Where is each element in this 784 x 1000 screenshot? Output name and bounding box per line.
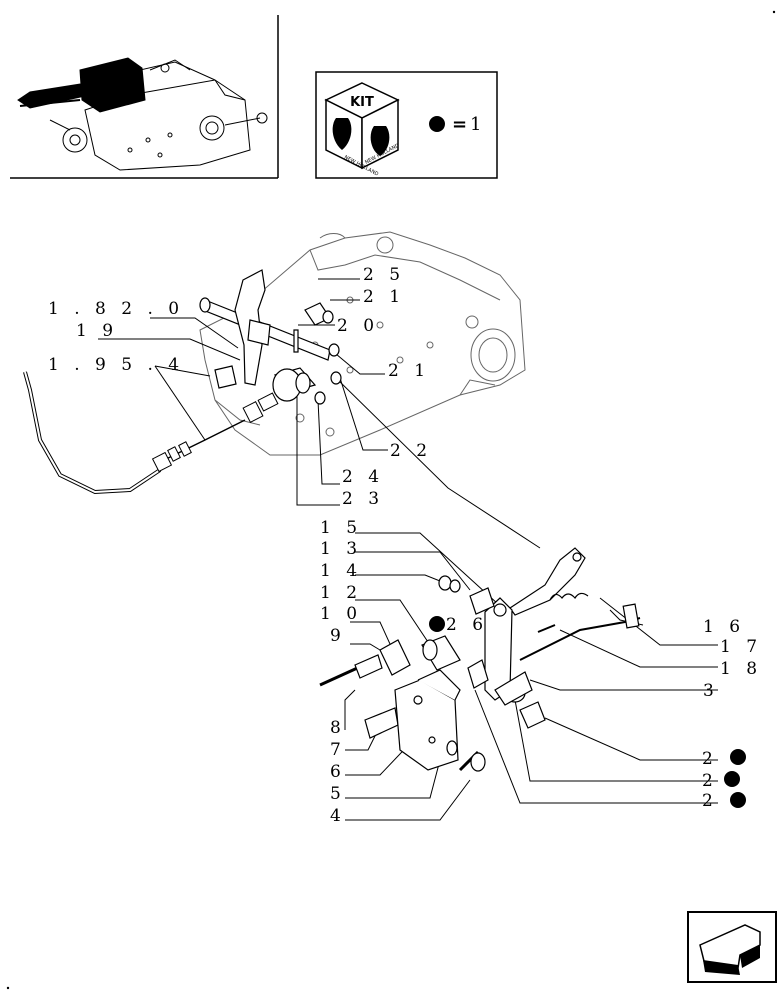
callout-15: 1 5 xyxy=(320,518,362,538)
kit-cube-icon: KIT NEW HOLLAND NEW HOLLAND xyxy=(324,82,400,178)
callout-25: 2 5 xyxy=(363,265,405,285)
callout-21b: 2 1 xyxy=(388,361,430,381)
callout-12: 1 2 xyxy=(320,583,362,603)
callout-5: 5 xyxy=(330,784,346,804)
control-cable xyxy=(23,371,279,495)
callout-182-0: 1 . 8 2 . 0 xyxy=(48,299,184,319)
kit-marker-2b xyxy=(724,771,740,787)
kit-bullet-icon xyxy=(429,116,445,132)
callout-26: 2 6 xyxy=(446,615,488,635)
corner-mark-bottom xyxy=(6,986,10,990)
pedal-assembly xyxy=(319,547,641,772)
callout-195-4: 1 . 9 5 . 4 xyxy=(48,355,184,375)
kit-marker-2a xyxy=(730,749,746,765)
thumbnail-frame xyxy=(10,15,279,179)
callout-9: 9 xyxy=(330,626,346,646)
callout-13: 1 3 xyxy=(320,539,362,559)
upper-parts xyxy=(199,269,342,405)
callout-labels: 1 . 8 2 . 0 1 9 1 . 9 5 . 4 2 5 2 1 2 0 … xyxy=(48,265,762,826)
callout-16: 1 6 xyxy=(703,617,745,637)
callout-18: 1 8 xyxy=(720,659,762,679)
callout-19: 1 9 xyxy=(76,321,118,341)
callout-8: 8 xyxy=(330,718,346,738)
callout-22: 2 2 xyxy=(390,441,432,461)
callout-2a: 2 xyxy=(702,749,718,769)
leader-lines xyxy=(98,278,718,821)
callout-4: 4 xyxy=(330,806,346,826)
callout-2b: 2 xyxy=(702,771,718,791)
kit-legend-box: KIT NEW HOLLAND NEW HOLLAND = 1 xyxy=(315,71,498,179)
kit-cube-label: KIT xyxy=(350,95,374,110)
kit-equals-value: 1 xyxy=(470,114,481,135)
callout-17: 1 7 xyxy=(720,637,762,657)
callout-7: 7 xyxy=(330,740,346,760)
kit-markers xyxy=(429,616,746,808)
callout-14: 1 4 xyxy=(320,561,362,581)
callout-10: 1 0 xyxy=(320,604,362,624)
callout-24: 2 4 xyxy=(342,467,384,487)
next-page-arrow-icon[interactable] xyxy=(687,911,777,983)
thumbnail-assembly-sketch xyxy=(17,57,268,171)
callout-23: 2 3 xyxy=(342,489,384,509)
callout-3: 3 xyxy=(703,681,719,701)
callout-2c: 2 xyxy=(702,791,718,811)
kit-equals-sign: = xyxy=(452,114,467,135)
corner-mark-top xyxy=(772,10,776,14)
kit-marker-2c xyxy=(730,792,746,808)
callout-6: 6 xyxy=(330,762,346,782)
callout-21a: 2 1 xyxy=(363,287,405,307)
callout-20: 2 0 xyxy=(337,316,379,336)
kit-marker-26 xyxy=(429,616,445,632)
